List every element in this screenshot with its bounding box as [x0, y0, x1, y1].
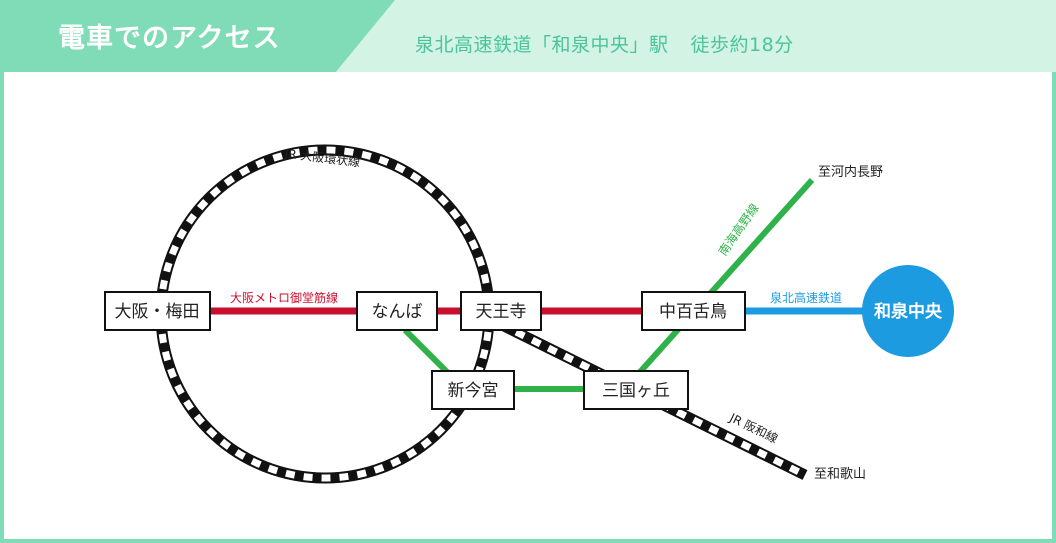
- station-label-namba: なんば: [372, 302, 423, 322]
- station-label-shin-imamiya: 新今宮: [448, 381, 499, 401]
- access-walk-time: 徒歩約18分: [690, 34, 794, 56]
- destination-wakayama: 至和歌山: [814, 467, 866, 482]
- page-title: 電車でのアクセス: [58, 23, 281, 54]
- nankai-line: [402, 177, 815, 392]
- station-label-osaka-umeda: 大阪・梅田: [115, 302, 200, 322]
- station-mikunigaoka: 三国ヶ丘: [583, 370, 689, 410]
- access-station: 泉北高速鉄道「和泉中央」駅: [415, 34, 669, 56]
- line-label-midosuji: 大阪メトロ御堂筋線: [230, 290, 338, 305]
- station-label-nakamozu: 中百舌鳥: [659, 302, 727, 322]
- access-summary: 泉北高速鉄道「和泉中央」駅徒歩約18分: [415, 30, 794, 57]
- station-nakamozu: 中百舌鳥: [641, 291, 746, 331]
- header-tab: [0, 0, 395, 72]
- station-label-mikunigaoka: 三国ヶ丘: [602, 381, 670, 401]
- station-label-izumi-chuo: 和泉中央: [874, 301, 943, 322]
- station-shin-imamiya: 新今宮: [431, 370, 515, 410]
- destination-kawachinagano: 至河内長野: [818, 164, 883, 180]
- line-label-nankai: 南海高野線: [715, 201, 762, 259]
- station-tennoji: 天王寺: [460, 291, 542, 331]
- station-label-tennoji: 天王寺: [476, 302, 527, 322]
- line-label-senboku: 泉北高速鉄道: [770, 290, 842, 305]
- station-namba: なんば: [356, 291, 438, 331]
- izumi-chuo-station-circle: [862, 265, 954, 357]
- station-osaka-umeda: 大阪・梅田: [104, 291, 211, 331]
